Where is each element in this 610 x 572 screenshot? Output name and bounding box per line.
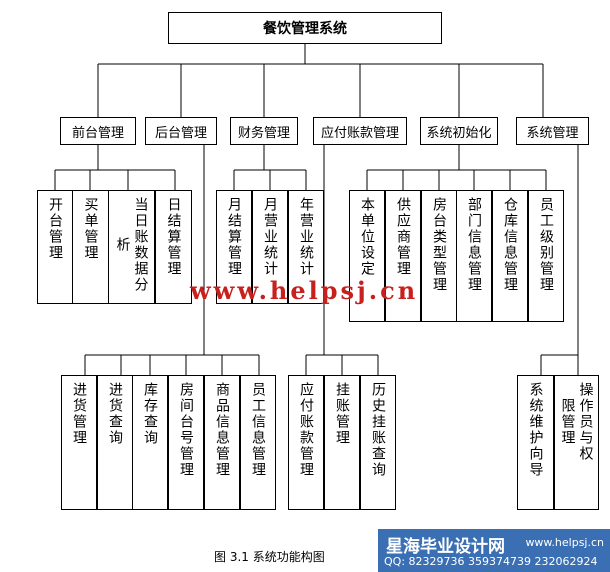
back-item-3: 库存查询 [132,375,168,510]
root-node: 餐饮管理系统 [168,12,442,44]
front-item-2: 买单管理 [72,190,109,304]
init-item-3-label: 房台类型管理 [431,197,447,293]
init-item-6-label: 员工级别管理 [538,197,554,293]
payable-item-3-label: 历史挂账查询 [370,382,386,478]
figure-caption: 图 3.1 系统功能构图 [214,550,325,564]
init-item-1: 本单位设定 [349,190,385,322]
front-item-4-label: 日结算管理 [165,197,182,277]
system-item-2: 操作员与权限管理 [554,375,599,510]
module-system: 系统管理 [516,117,589,145]
system-item-2-label: 操作员与权限管理 [559,382,594,462]
module-init: 系统初始化 [420,117,498,145]
back-item-2: 进货查询 [97,375,133,510]
front-item-1-label: 开台管理 [47,197,63,261]
init-item-6: 员工级别管理 [528,190,564,322]
back-item-1: 进货管理 [61,375,97,510]
banner-qq: QQ: 82329736 359374739 232062924 [384,555,598,568]
front-item-1: 开台管理 [37,190,73,304]
module-front: 前台管理 [60,117,136,145]
module-finance: 财务管理 [230,117,298,145]
front-item-3: 当日账数据分析 [108,190,155,304]
watermark-text: www.helpsj.cn [190,276,419,305]
module-back: 后台管理 [145,117,217,145]
system-item-1: 系统维护向导 [517,375,554,510]
back-item-5-label: 商品信息管理 [214,382,230,478]
back-item-5: 商品信息管理 [204,375,240,510]
banner-title: 星海毕业设计网 [386,537,505,557]
system-item-1-label: 系统维护向导 [527,382,544,478]
payable-item-2: 挂账管理 [324,375,360,510]
finance-item-3-label: 年营业统计 [298,197,314,277]
banner-url[interactable]: www.helpsj.cn [525,536,604,549]
init-item-1-label: 本单位设定 [359,197,375,277]
front-item-2-label: 买单管理 [82,197,99,261]
front-item-3-label: 当日账数据分析 [114,197,149,293]
back-item-4-label: 房间台号管理 [178,382,194,478]
payable-item-1-label: 应付账款管理 [298,382,314,478]
finance-item-3: 年营业统计 [288,190,324,304]
site-banner[interactable]: 星海毕业设计网 www.helpsj.cn QQ: 82329736 35937… [378,529,610,572]
init-item-4-label: 部门信息管理 [466,197,482,293]
payable-item-1: 应付账款管理 [288,375,324,510]
back-item-2-label: 进货查询 [107,382,123,446]
init-item-5: 仓库信息管理 [492,190,528,322]
front-item-4: 日结算管理 [155,190,192,304]
finance-item-2-label: 月营业统计 [262,197,278,277]
module-payable: 应付账款管理 [313,117,407,145]
init-item-2-label: 供应商管理 [395,197,411,277]
back-item-3-label: 库存查询 [142,382,158,446]
init-item-4: 部门信息管理 [456,190,492,322]
payable-item-2-label: 挂账管理 [334,382,350,446]
init-item-2: 供应商管理 [385,190,421,322]
back-item-1-label: 进货管理 [71,382,87,446]
finance-item-1-label: 月结算管理 [226,197,242,277]
init-item-5-label: 仓库信息管理 [502,197,518,293]
init-item-3: 房台类型管理 [421,190,457,322]
finance-item-1: 月结算管理 [216,190,252,304]
finance-item-2: 月营业统计 [252,190,288,304]
back-item-6-label: 员工信息管理 [250,382,266,478]
back-item-6: 员工信息管理 [240,375,276,510]
payable-item-3: 历史挂账查询 [360,375,396,510]
back-item-4: 房间台号管理 [168,375,204,510]
